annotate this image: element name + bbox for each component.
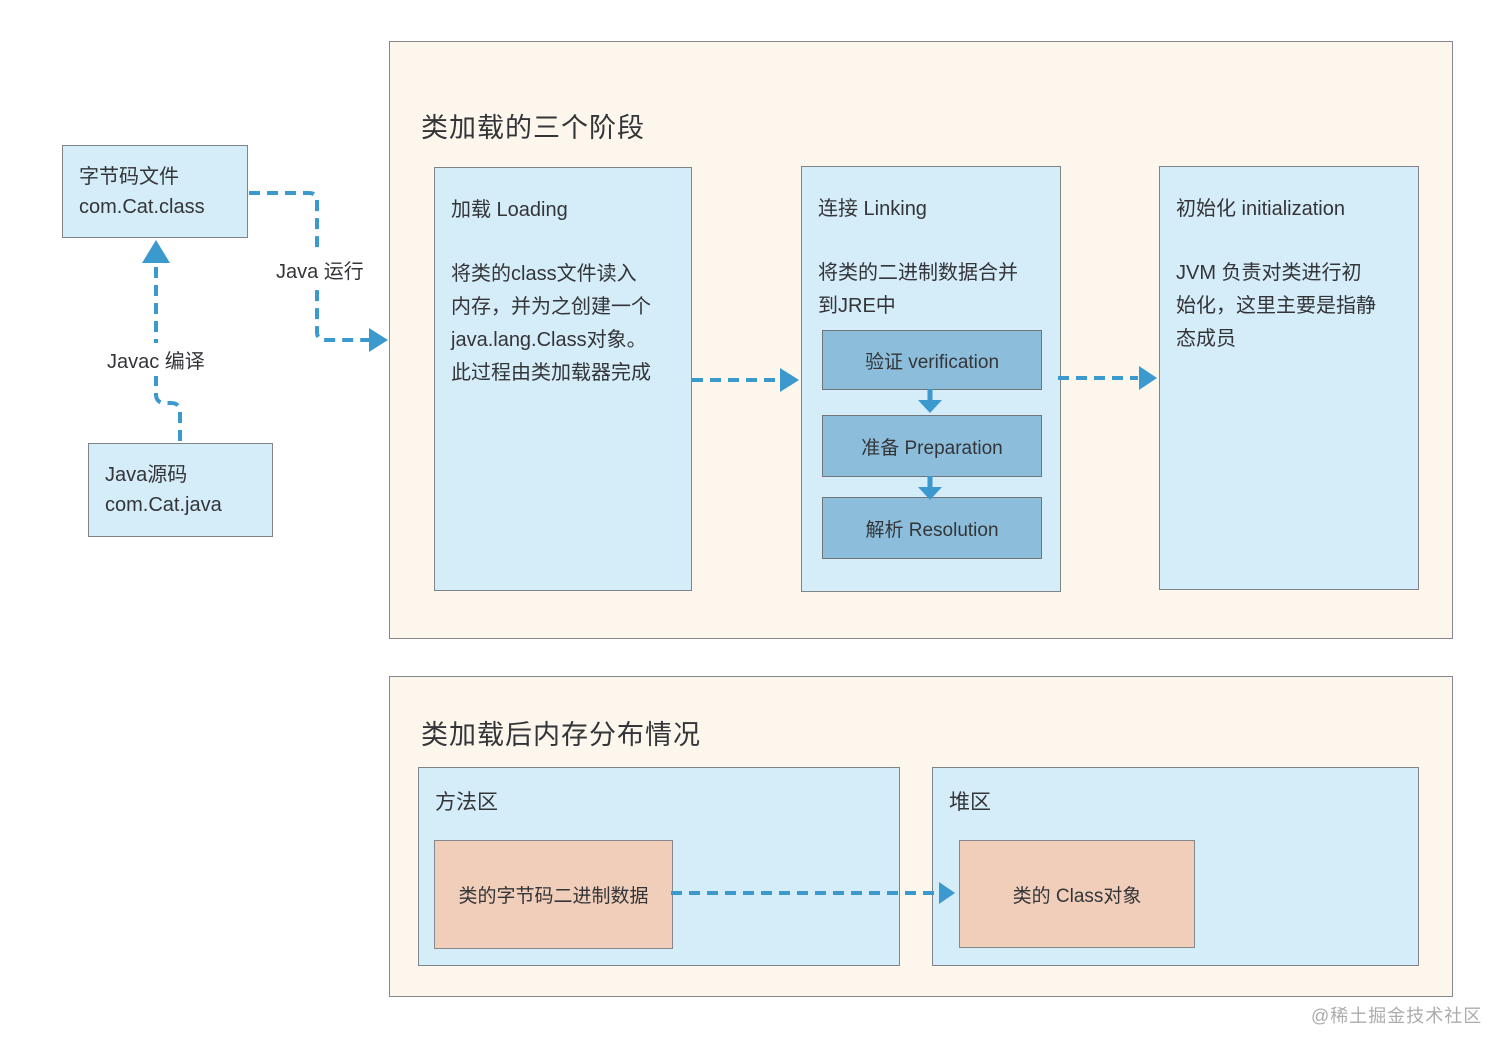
- phases-panel-title: 类加载的三个阶段: [421, 113, 645, 143]
- loading-phase-title: 加载 Loading: [451, 199, 568, 221]
- memory-layout-panel: 类加载后内存分布情况 方法区 类的字节码二进制数据 堆区 类的 Class对象: [389, 676, 1453, 997]
- heap-area-box: 堆区 类的 Class对象: [932, 767, 1419, 966]
- heap-area-title: 堆区: [949, 791, 991, 814]
- java-source-box: Java源码 com.Cat.java: [88, 443, 273, 537]
- memory-panel-title: 类加载后内存分布情况: [421, 720, 701, 750]
- initialization-phase-box: 初始化 initialization JVM 负责对类进行初 始化，这里主要是指…: [1159, 166, 1419, 590]
- preparation-step-box: 准备 Preparation: [822, 415, 1042, 477]
- loading-phase-body: 将类的class文件读入 内存，并为之创建一个 java.lang.Class对…: [451, 263, 651, 384]
- verification-step-box: 验证 verification: [822, 330, 1042, 390]
- initialization-phase-title: 初始化 initialization: [1176, 198, 1345, 220]
- linking-phase-body: 将类的二进制数据合并 到JRE中: [818, 262, 1018, 317]
- resolution-step-box: 解析 Resolution: [822, 497, 1042, 559]
- compile-arrow: [142, 240, 182, 441]
- bytecode-binary-data-box: 类的字节码二进制数据: [434, 840, 673, 949]
- java-run-label: Java 运行: [272, 253, 368, 286]
- class-loading-phases-panel: 类加载的三个阶段 加载 Loading 将类的class文件读入 内存，并为之创…: [389, 41, 1453, 639]
- class-object-box: 类的 Class对象: [959, 840, 1195, 948]
- watermark: @稀土掘金技术社区: [1311, 1006, 1483, 1026]
- method-area-title: 方法区: [435, 791, 498, 814]
- javac-compile-label: Javac 编译: [103, 343, 209, 376]
- linking-phase-title: 连接 Linking: [818, 198, 927, 220]
- initialization-phase-body: JVM 负责对类进行初 始化，这里主要是指静 态成员: [1176, 262, 1376, 350]
- method-area-box: 方法区 类的字节码二进制数据: [418, 767, 900, 966]
- loading-phase-box: 加载 Loading 将类的class文件读入 内存，并为之创建一个 java.…: [434, 167, 692, 591]
- bytecode-file-box: 字节码文件 com.Cat.class: [62, 145, 248, 238]
- linking-phase-box: 连接 Linking 将类的二进制数据合并 到JRE中 验证 verificat…: [801, 166, 1061, 592]
